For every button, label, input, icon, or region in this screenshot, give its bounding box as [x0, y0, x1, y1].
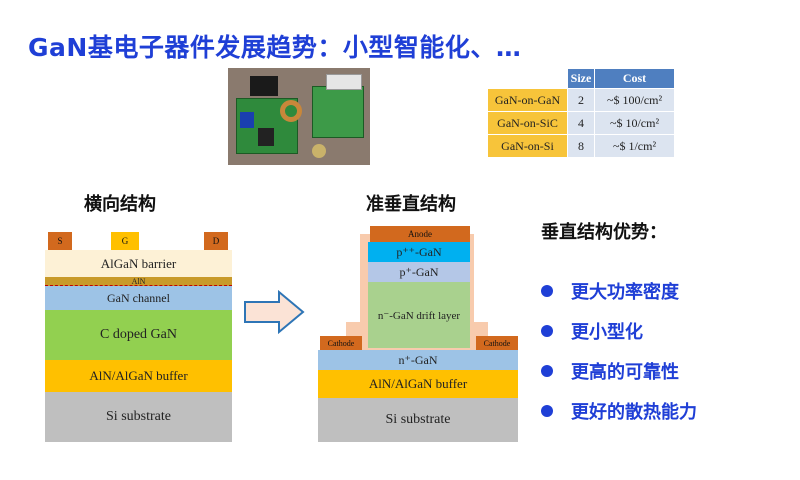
substrate-cost-table: Size Cost GaN-on-GaN 2 ~$ 100/cm² GaN-on… — [487, 68, 675, 158]
advantage-label: 更大功率密度 — [571, 282, 679, 303]
p-plus-gan-layer: p⁺-GaN — [368, 262, 470, 282]
vertical-buffer-layer: AlN/AlGaN buffer — [318, 370, 518, 398]
right-arrow-icon — [244, 290, 305, 334]
advantage-item: 更好的散热能力 — [541, 398, 697, 424]
lateral-heading: 横向结构 — [84, 194, 156, 215]
table-cell-name: GaN-on-GaN — [487, 88, 568, 112]
table-row: GaN-on-Si 8 ~$ 1/cm² — [487, 134, 675, 158]
gate-electrode: G — [111, 232, 139, 250]
table-cell-size: 2 — [567, 88, 595, 112]
advantage-label: 更小型化 — [571, 322, 643, 343]
vertical-si-substrate-layer: Si substrate — [318, 398, 518, 442]
table-cell-size: 4 — [567, 111, 595, 135]
gan-channel-layer: GaN channel — [45, 286, 232, 310]
anode-electrode: Anode — [370, 226, 470, 242]
bullet-icon — [541, 365, 553, 377]
buffer-layer: AlN/AlGaN buffer — [45, 360, 232, 392]
bullet-icon — [541, 325, 553, 337]
advantage-item: 更大功率密度 — [541, 278, 679, 304]
page-title: GaN基电子器件发展趋势：小型智能化、… — [28, 33, 522, 62]
bullet-icon — [541, 285, 553, 297]
c-doped-gan-layer: C doped GaN — [45, 310, 232, 360]
table-cell-size: 8 — [567, 134, 595, 158]
table-header-row: Size Cost — [487, 68, 675, 89]
cathode-left-electrode: Cathode — [320, 336, 362, 350]
advantage-label: 更高的可靠性 — [571, 362, 679, 383]
advantage-item: 更小型化 — [541, 318, 643, 344]
algan-barrier-layer: AlGaN barrier — [45, 250, 232, 277]
n-plus-gan-layer: n⁺-GaN — [318, 350, 518, 370]
gan-converter-photo — [228, 68, 370, 165]
source-electrode: S — [48, 232, 72, 250]
advantages-title: 垂直结构优势： — [541, 222, 667, 243]
drain-electrode: D — [204, 232, 228, 250]
p-plus-plus-gan-layer: p⁺⁺-GaN — [368, 242, 470, 262]
drift-layer: n⁻-GaN drift layer — [368, 282, 470, 348]
table-header-cost: Cost — [594, 68, 675, 89]
cathode-right-electrode: Cathode — [476, 336, 518, 350]
table-cell-cost: ~$ 100/cm² — [594, 88, 675, 112]
si-substrate-layer: Si substrate — [45, 392, 232, 442]
table-header-size: Size — [567, 68, 595, 89]
table-cell-name: GaN-on-SiC — [487, 111, 568, 135]
table-cell-cost: ~$ 1/cm² — [594, 134, 675, 158]
table-cell-cost: ~$ 10/cm² — [594, 111, 675, 135]
aln-layer: AlN — [45, 277, 232, 286]
bullet-icon — [541, 405, 553, 417]
table-row: GaN-on-GaN 2 ~$ 100/cm² — [487, 88, 675, 112]
table-row: GaN-on-SiC 4 ~$ 10/cm² — [487, 111, 675, 135]
advantage-item: 更高的可靠性 — [541, 358, 679, 384]
table-header-blank — [487, 68, 568, 89]
table-cell-name: GaN-on-Si — [487, 134, 568, 158]
advantage-label: 更好的散热能力 — [571, 402, 697, 423]
vertical-heading: 准垂直结构 — [366, 194, 456, 215]
